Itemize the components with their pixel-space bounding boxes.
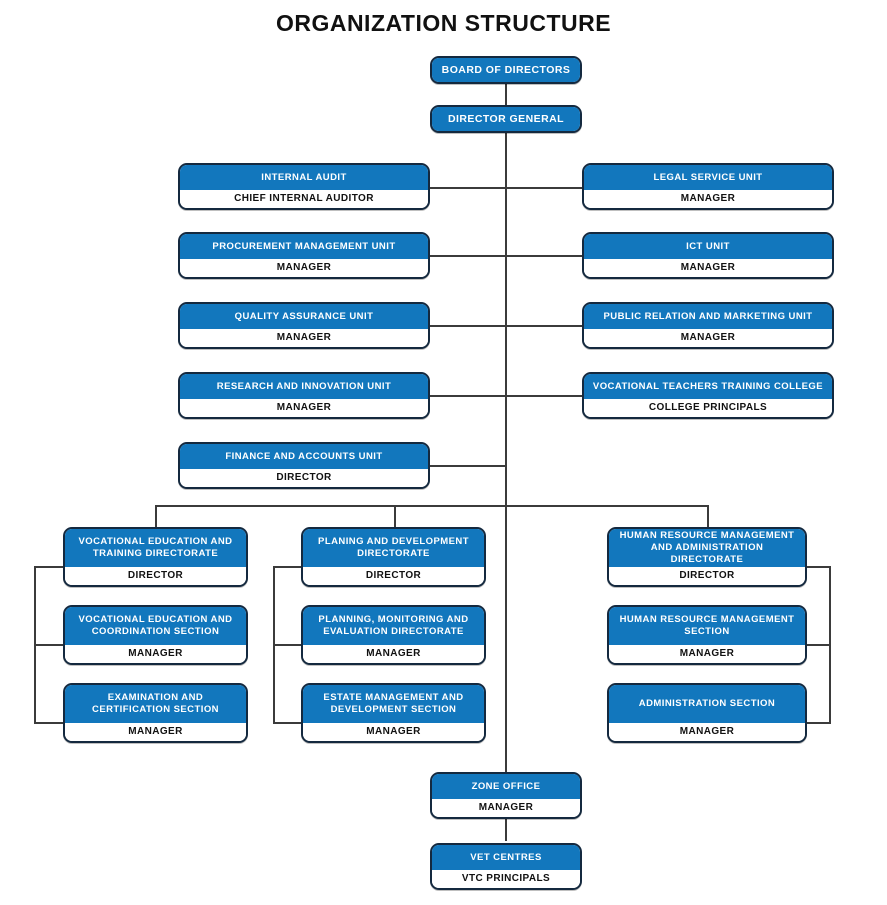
node-legal-service-unit[interactable]: LEGAL SERVICE UNIT MANAGER <box>582 163 834 210</box>
node-role: MANAGER <box>65 723 246 741</box>
connector-legal-service <box>505 187 583 189</box>
node-role: MANAGER <box>303 723 484 741</box>
node-title: VOCATIONAL EDUCATION AND TRAINING DIRECT… <box>65 529 246 567</box>
connector-research-innovation <box>430 395 506 397</box>
node-human-resource-management-and-administration-directorate[interactable]: HUMAN RESOURCE MANAGEMENT AND ADMINISTRA… <box>607 527 807 587</box>
node-role: DIRECTOR <box>303 567 484 585</box>
node-title: ICT UNIT <box>584 234 832 259</box>
page-title: ORGANIZATION STRUCTURE <box>275 10 612 36</box>
node-planning-monitoring-and-evaluation-directorate[interactable]: PLANNING, MONITORING AND EVALUATION DIRE… <box>301 605 486 665</box>
node-title: FINANCE AND ACCOUNTS UNIT <box>180 444 428 469</box>
bracket-middle-stub-directorate <box>273 566 302 568</box>
node-human-resource-management-section[interactable]: HUMAN RESOURCE MANAGEMENT SECTION MANAGE… <box>607 605 807 665</box>
node-administration-section[interactable]: ADMINISTRATION SECTION MANAGER <box>607 683 807 743</box>
node-title: VET CENTRES <box>432 845 580 870</box>
node-title: ADMINISTRATION SECTION <box>609 685 805 723</box>
node-title: INTERNAL AUDIT <box>180 165 428 190</box>
connector-public-relation <box>505 325 583 327</box>
connector-ict-unit <box>505 255 583 257</box>
node-role: DIRECTOR <box>609 567 805 585</box>
node-finance-and-accounts-unit[interactable]: FINANCE AND ACCOUNTS UNIT DIRECTOR <box>178 442 430 489</box>
connector-teachers-college <box>505 395 583 397</box>
node-director-general[interactable]: DIRECTOR GENERAL <box>430 105 582 133</box>
node-title: VOCATIONAL TEACHERS TRAINING COLLEGE <box>584 374 832 399</box>
node-title: HUMAN RESOURCE MANAGEMENT AND ADMINISTRA… <box>609 529 805 567</box>
connector-spine-board-dg <box>505 83 507 105</box>
node-title: LEGAL SERVICE UNIT <box>584 165 832 190</box>
connector-drop-hr <box>707 505 709 527</box>
bracket-left-stub-coordination <box>34 644 68 646</box>
node-planing-and-development-directorate[interactable]: PLANING AND DEVELOPMENT DIRECTORATE DIRE… <box>301 527 486 587</box>
bracket-right-stub-directorate <box>807 566 831 568</box>
node-procurement-management-unit[interactable]: PROCUREMENT MANAGEMENT UNIT MANAGER <box>178 232 430 279</box>
node-role: VTC PRINCIPALS <box>432 870 580 888</box>
bracket-left-stub-examination <box>34 722 68 724</box>
node-vocational-education-and-coordination-section[interactable]: VOCATIONAL EDUCATION AND COORDINATION SE… <box>63 605 248 665</box>
node-vet-centres[interactable]: VET CENTRES VTC PRINCIPALS <box>430 843 582 890</box>
node-role: MANAGER <box>609 723 805 741</box>
node-role: MANAGER <box>65 645 246 663</box>
connector-finance-accounts <box>430 465 506 467</box>
node-title: PLANNING, MONITORING AND EVALUATION DIRE… <box>303 607 484 645</box>
node-title: RESEARCH AND INNOVATION UNIT <box>180 374 428 399</box>
node-role: MANAGER <box>180 399 428 417</box>
node-role: MANAGER <box>609 645 805 663</box>
node-title: PLANING AND DEVELOPMENT DIRECTORATE <box>303 529 484 567</box>
node-vocational-education-and-training-directorate[interactable]: VOCATIONAL EDUCATION AND TRAINING DIRECT… <box>63 527 248 587</box>
bracket-middle-stub-monitoring <box>273 644 302 646</box>
connector-procurement <box>430 255 506 257</box>
connector-directorate-bus <box>155 505 708 507</box>
node-role: DIRECTOR <box>65 567 246 585</box>
node-role: CHIEF INTERNAL AUDITOR <box>180 190 428 208</box>
node-zone-office[interactable]: ZONE OFFICE MANAGER <box>430 772 582 819</box>
node-role: MANAGER <box>584 259 832 277</box>
node-title: EXAMINATION AND CERTIFICATION SECTION <box>65 685 246 723</box>
connector-drop-vet <box>155 505 157 527</box>
node-role: MANAGER <box>180 329 428 347</box>
node-title: ZONE OFFICE <box>432 774 580 799</box>
node-role: MANAGER <box>432 799 580 817</box>
node-internal-audit[interactable]: INTERNAL AUDIT CHIEF INTERNAL AUDITOR <box>178 163 430 210</box>
connector-quality-assurance <box>430 325 506 327</box>
node-title: PUBLIC RELATION AND MARKETING UNIT <box>584 304 832 329</box>
node-title: ESTATE MANAGEMENT AND DEVELOPMENT SECTIO… <box>303 685 484 723</box>
node-title: BOARD OF DIRECTORS <box>432 58 580 82</box>
node-role: MANAGER <box>303 645 484 663</box>
node-board-of-directors[interactable]: BOARD OF DIRECTORS <box>430 56 582 84</box>
node-research-and-innovation-unit[interactable]: RESEARCH AND INNOVATION UNIT MANAGER <box>178 372 430 419</box>
node-role: DIRECTOR <box>180 469 428 487</box>
node-public-relation-and-marketing-unit[interactable]: PUBLIC RELATION AND MARKETING UNIT MANAG… <box>582 302 834 349</box>
connector-spine-main <box>505 133 507 780</box>
node-title: QUALITY ASSURANCE UNIT <box>180 304 428 329</box>
node-estate-management-and-development-section[interactable]: ESTATE MANAGEMENT AND DEVELOPMENT SECTIO… <box>301 683 486 743</box>
node-role: COLLEGE PRINCIPALS <box>584 399 832 417</box>
connector-drop-planning <box>394 505 396 527</box>
node-role: MANAGER <box>584 190 832 208</box>
node-vocational-teachers-training-college[interactable]: VOCATIONAL TEACHERS TRAINING COLLEGE COL… <box>582 372 834 419</box>
connector-internal-audit <box>430 187 506 189</box>
node-title: DIRECTOR GENERAL <box>432 107 580 131</box>
node-title: PROCUREMENT MANAGEMENT UNIT <box>180 234 428 259</box>
node-role: MANAGER <box>180 259 428 277</box>
bracket-right-stub-administration <box>807 722 831 724</box>
bracket-left-stub-directorate <box>34 566 68 568</box>
connector-zone-vet <box>505 817 507 841</box>
node-title: HUMAN RESOURCE MANAGEMENT SECTION <box>609 607 805 645</box>
node-quality-assurance-unit[interactable]: QUALITY ASSURANCE UNIT MANAGER <box>178 302 430 349</box>
bracket-middle-stub-estate <box>273 722 302 724</box>
node-title: VOCATIONAL EDUCATION AND COORDINATION SE… <box>65 607 246 645</box>
bracket-right-stub-hr-section <box>807 644 831 646</box>
node-role: MANAGER <box>584 329 832 347</box>
node-ict-unit[interactable]: ICT UNIT MANAGER <box>582 232 834 279</box>
node-examination-and-certification-section[interactable]: EXAMINATION AND CERTIFICATION SECTION MA… <box>63 683 248 743</box>
